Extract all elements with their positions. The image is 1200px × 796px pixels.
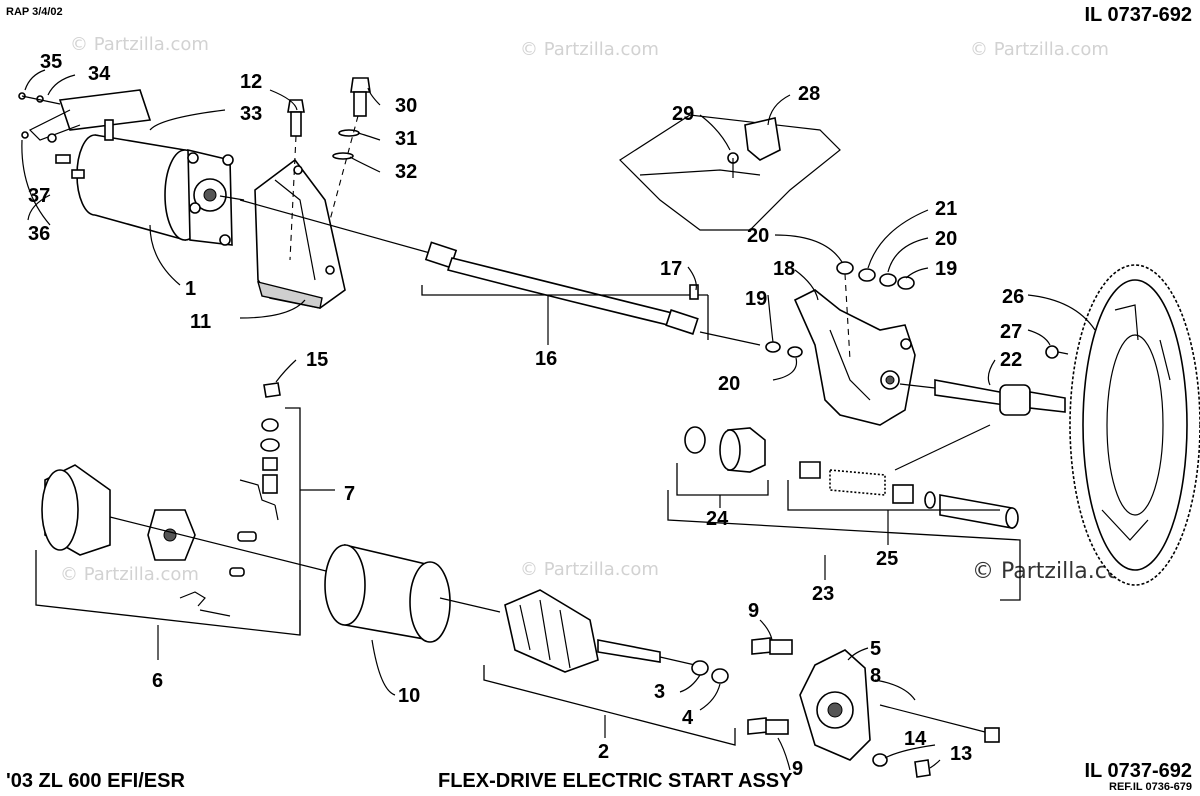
callout-20: 20	[747, 225, 769, 247]
callout-7: 7	[344, 483, 355, 505]
thrust-washers	[679, 660, 729, 711]
watermarks: © Partzilla.com © Partzilla.com © Partzi…	[60, 34, 1142, 585]
callout-32: 32	[395, 161, 417, 183]
callout-19: 19	[745, 288, 767, 310]
callout-labels: 35 34 33 12 30 31 32 28 29 37 36 1 11 16…	[28, 51, 1024, 780]
watermark-text: © Partzilla.com	[970, 39, 1109, 60]
armature	[439, 589, 736, 746]
drive-shaft	[894, 379, 1066, 471]
callout-3: 3	[654, 681, 665, 703]
callout-11: 11	[190, 311, 211, 333]
callout-37: 37	[28, 185, 50, 207]
callout-14: 14	[904, 728, 927, 750]
callout-20: 20	[935, 228, 957, 250]
watermark-text: © Partzilla.com	[70, 34, 209, 55]
watermark-text: © Partzilla.com	[60, 564, 199, 585]
callout-34: 34	[88, 63, 111, 85]
chassis-mount-bracket	[619, 114, 841, 231]
callout-4: 4	[682, 707, 694, 729]
callout-18: 18	[773, 258, 795, 280]
model-name: '03 ZL 600 EFI/ESR	[6, 770, 185, 792]
callout-15: 15	[306, 349, 328, 371]
callout-36: 36	[28, 223, 50, 245]
callout-10: 10	[398, 685, 420, 707]
assembly-title: FLEX-DRIVE ELECTRIC START ASSY	[438, 770, 793, 792]
callout-2: 2	[598, 741, 609, 763]
date-code: RAP 3/4/02	[6, 6, 63, 18]
callout-28: 28	[798, 83, 820, 105]
callout-19: 19	[935, 258, 957, 280]
callout-8: 8	[870, 665, 881, 687]
watermark-text: © Partzilla.com	[520, 559, 659, 580]
watermark-text: © Partzilla.com	[520, 39, 659, 60]
flex-cable	[239, 199, 761, 346]
callout-22: 22	[1000, 349, 1022, 371]
callout-9: 9	[792, 758, 803, 780]
starter-bracket	[254, 158, 346, 309]
ring-gear	[1045, 264, 1200, 586]
terminal-hardware	[239, 382, 335, 635]
end-cap-assembly	[35, 464, 331, 660]
reference-id: REF.IL 0736-679	[1109, 781, 1192, 793]
callout-23: 23	[812, 583, 834, 605]
illustration-id-bottom: IL 0737-692	[1084, 760, 1193, 782]
callout-12: 12	[240, 71, 262, 93]
callout-1: 1	[185, 278, 196, 300]
drive-end-cap	[747, 637, 1000, 778]
callout-5: 5	[870, 638, 881, 660]
callout-16: 16	[535, 348, 557, 370]
bendix-drive-parts	[667, 426, 1021, 601]
leader-lines	[21, 69, 1096, 771]
callout-27: 27	[1000, 321, 1022, 343]
drive-bracket	[765, 261, 916, 426]
callout-25: 25	[876, 548, 898, 570]
callout-31: 31	[395, 128, 417, 150]
callout-26: 26	[1002, 286, 1024, 308]
callout-30: 30	[395, 95, 417, 117]
callout-33: 33	[240, 103, 262, 125]
callout-29: 29	[672, 103, 694, 125]
callout-6: 6	[152, 670, 163, 692]
callout-35: 35	[40, 51, 62, 73]
callout-24: 24	[706, 508, 729, 530]
callout-17: 17	[660, 258, 682, 280]
motor-housing	[324, 543, 451, 696]
illustration-id-top: IL 0737-692	[1084, 4, 1193, 26]
callout-21: 21	[935, 198, 957, 220]
starter-motor-assembly	[18, 89, 245, 246]
callout-20: 20	[718, 373, 740, 395]
callout-13: 13	[950, 743, 972, 765]
callout-9: 9	[748, 600, 759, 622]
